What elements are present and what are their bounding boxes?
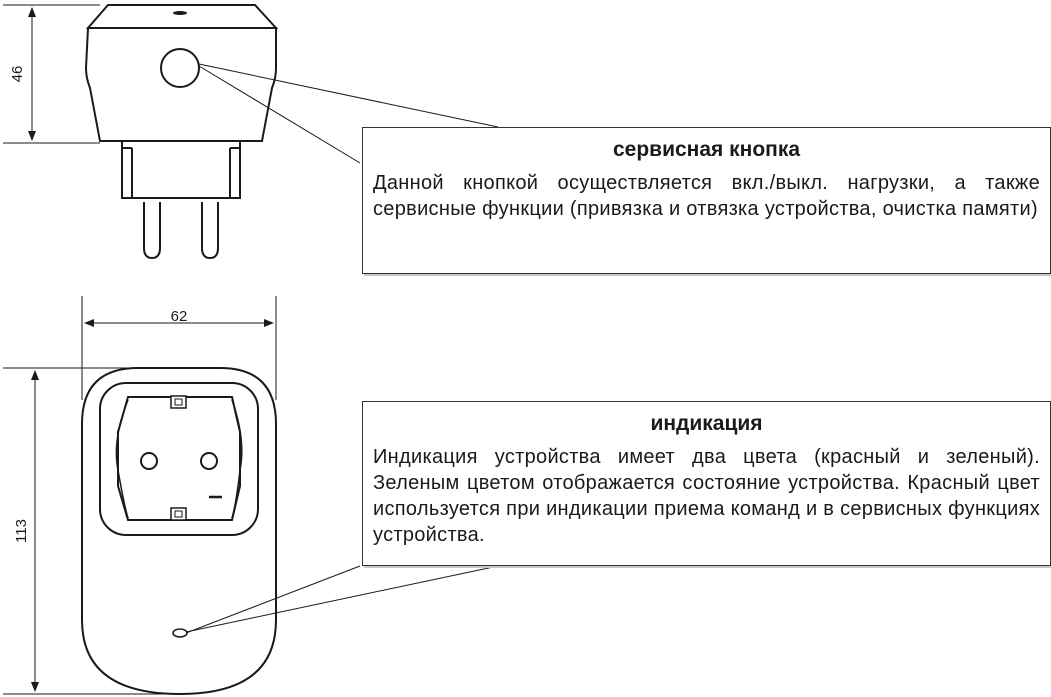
plug-base: [121, 141, 241, 199]
indication-callout: индикация Индикация устройства имеет два…: [362, 401, 1051, 566]
dimension-label-113: 113: [13, 519, 30, 543]
dimension-width: [81, 296, 277, 400]
callout-text: Индикация устройства имеет два цвета (кр…: [373, 446, 1040, 546]
top-slot: [173, 11, 187, 15]
socket-hole-left: [140, 452, 158, 470]
plug-pin-left: [143, 202, 161, 260]
indication-leader: [185, 565, 499, 634]
socket-hole-right: [200, 452, 218, 470]
device-top-cap: [85, 4, 279, 29]
socket-recess: [117, 396, 241, 521]
dimension-label-46: 46: [9, 66, 26, 83]
dimension-label-62: 62: [171, 308, 188, 325]
callout-text: Данной кнопкой осуществляется вкл./выкл.…: [373, 172, 1040, 220]
dimension-height-top: [3, 4, 100, 144]
indicator-led-drawing: [172, 628, 188, 638]
side-view: [84, 4, 279, 260]
callout-title: сервисная кнопка: [612, 138, 801, 161]
callout-title: индикация: [650, 412, 763, 435]
service-button-leader: [198, 63, 499, 164]
service-button-callout: сервисная кнопка Данной кнопкой осуществ…: [362, 127, 1051, 274]
plug-pin-right: [201, 202, 219, 260]
dimension-height-front: [3, 367, 180, 695]
service-button-drawing: [160, 48, 200, 88]
front-view: [81, 367, 277, 696]
